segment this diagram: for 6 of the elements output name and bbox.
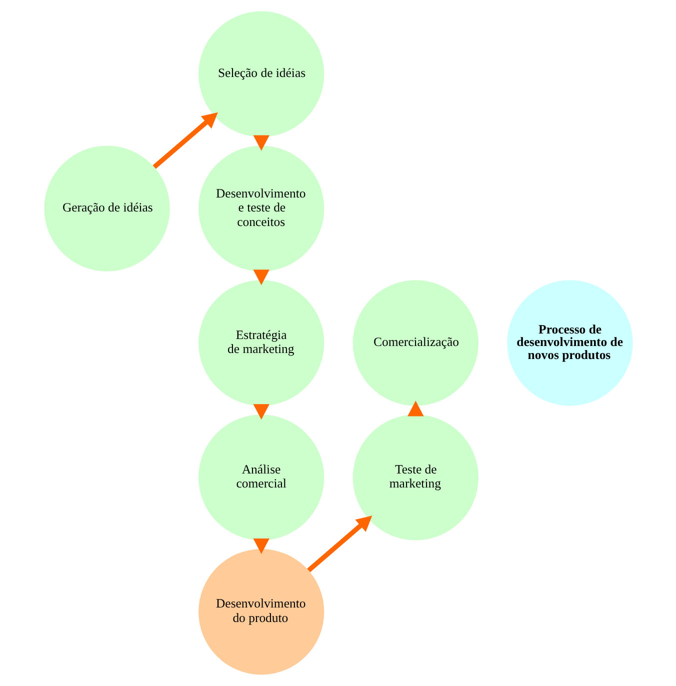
node-circle: Comercialização bbox=[352, 280, 478, 406]
node-circle: Geração de idéias bbox=[44, 146, 170, 272]
node-circle: Desenvolvimento do produto bbox=[198, 549, 324, 675]
arrow bbox=[152, 112, 218, 169]
arrow bbox=[306, 516, 372, 572]
node-circle: Processo de desenvolvimento de novos produtos bbox=[506, 280, 632, 406]
